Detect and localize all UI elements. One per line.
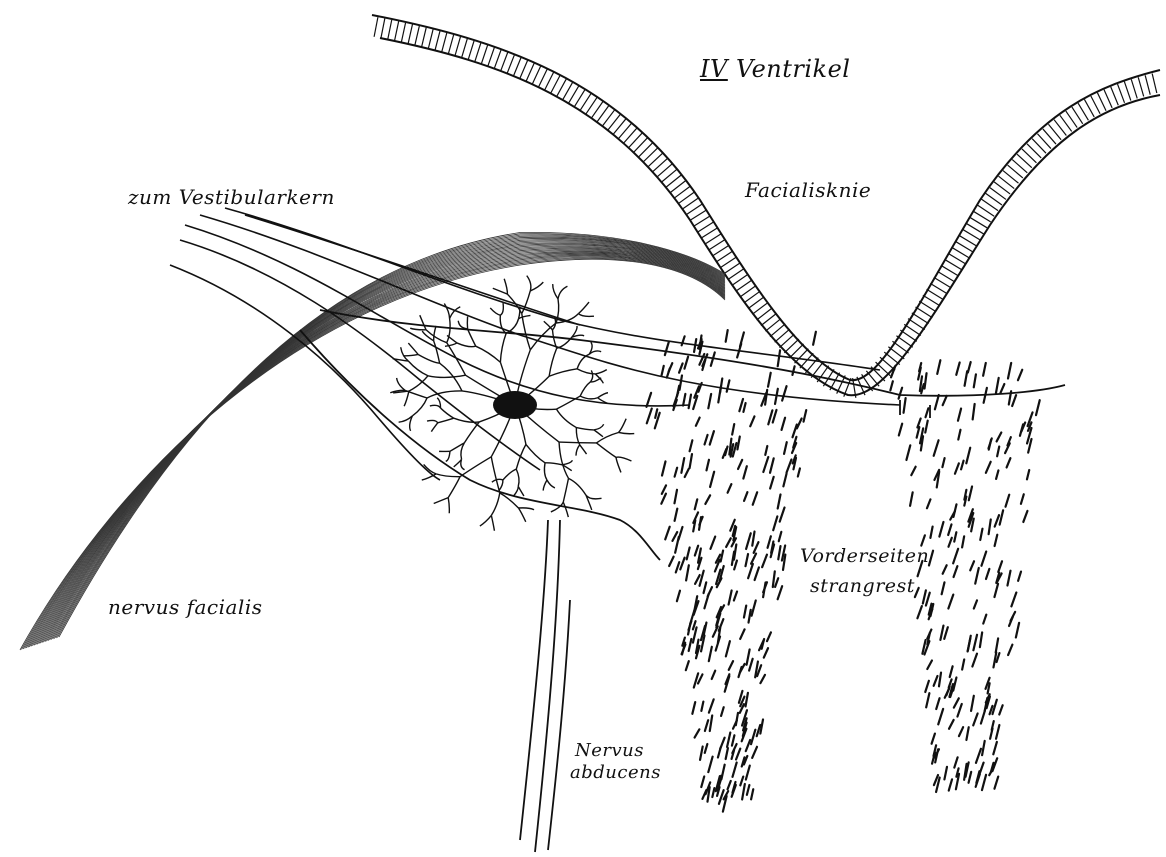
abducens-nerve — [520, 520, 570, 852]
ventricle-label: IV Ventrikel — [700, 55, 850, 83]
abducens-label-2: abducens — [570, 762, 661, 783]
ventricle-numeral: IV — [700, 55, 728, 83]
anterolateral-label-2: strangrest — [810, 575, 915, 597]
neuron-soma — [493, 391, 537, 419]
nucleus-outline — [300, 310, 1065, 560]
ventricle-word: Ventrikel — [736, 55, 851, 83]
facialis-knee-label: Facialisknie — [745, 178, 871, 202]
nervus-facialis-label: nervus facialis — [108, 595, 262, 619]
vestibular-label: zum Vestibularkern — [128, 185, 335, 209]
anterolateral-label-1: Vorderseiten — [800, 545, 929, 567]
facial-nerve-band — [20, 232, 725, 650]
abducens-label-1: Nervus — [575, 740, 644, 761]
